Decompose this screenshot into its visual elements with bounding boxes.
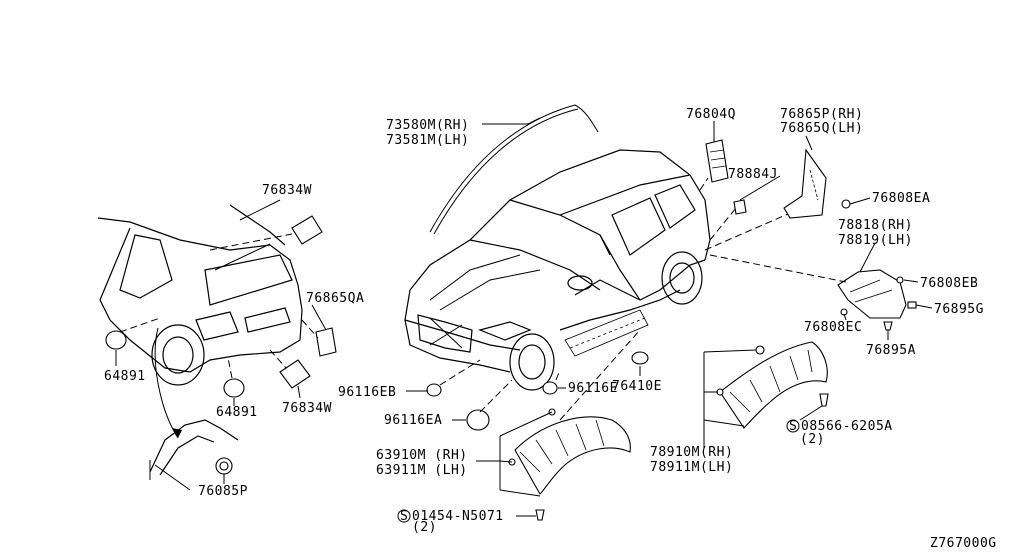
label-76808ea: 76808EA bbox=[872, 191, 930, 206]
clip-76808eb bbox=[896, 276, 904, 284]
roof-moulding-part bbox=[429, 104, 599, 235]
label-76895a: 76895A bbox=[866, 343, 916, 358]
garnish-76804q bbox=[705, 139, 729, 183]
emblem-76834w-bottom bbox=[279, 359, 311, 389]
cap-64891-b bbox=[223, 378, 245, 398]
label-08566: 08566-6205A bbox=[801, 419, 893, 434]
grommet-96116ea bbox=[466, 409, 490, 431]
label-76804q: 76804Q bbox=[686, 107, 736, 122]
label-96116e: 96116E bbox=[568, 381, 618, 396]
label-96116ea: 96116EA bbox=[384, 413, 442, 428]
label-76865q: 76865Q(LH) bbox=[780, 121, 863, 136]
label-76865qa: 76865QA bbox=[306, 291, 364, 306]
label-76410e: 76410E bbox=[612, 379, 662, 394]
clip-76085p bbox=[215, 457, 233, 475]
label-01454-qty: (2) bbox=[412, 520, 437, 535]
label-76895g: 76895G bbox=[934, 302, 984, 317]
wheelhouse-78910m bbox=[719, 341, 828, 429]
clip-78910m-a bbox=[755, 345, 765, 355]
diagram-code: Z767000G bbox=[930, 536, 997, 551]
clip-76895g bbox=[907, 301, 917, 309]
mudguard-76865p bbox=[783, 148, 827, 219]
label-78819: 78819(LH) bbox=[838, 233, 913, 248]
clip-76808ea bbox=[841, 199, 851, 209]
screw-symbol-b: S bbox=[789, 419, 797, 434]
screw-symbol-a: S bbox=[400, 509, 408, 524]
rear-arch-detail bbox=[149, 419, 239, 473]
mudguard-76865qa bbox=[315, 327, 337, 357]
wheelhouse-63910m bbox=[514, 416, 631, 495]
liner-78818 bbox=[837, 269, 907, 319]
rear-vehicle-drawing bbox=[97, 204, 303, 386]
emblem-76834w-top bbox=[291, 215, 323, 245]
label-76085p: 76085P bbox=[198, 484, 248, 499]
screw-symbols bbox=[397, 419, 800, 523]
screw-01454 bbox=[535, 509, 545, 521]
label-96116eb: 96116EB bbox=[338, 385, 396, 400]
grommet-96116eb bbox=[426, 383, 442, 397]
label-01454: 01454-N5071 bbox=[412, 509, 504, 524]
label-78884j: 78884J bbox=[728, 167, 778, 182]
label-73580m: 73580M(RH) bbox=[386, 118, 469, 133]
label-76808eb: 76808EB bbox=[920, 276, 978, 291]
main-vehicle-drawing bbox=[404, 149, 711, 391]
label-76808ec: 76808EC bbox=[804, 320, 862, 335]
cap-64891-a bbox=[105, 330, 127, 350]
label-78910m: 78910M(RH) bbox=[650, 445, 733, 460]
screw-08566 bbox=[819, 393, 829, 407]
label-64891-b: 64891 bbox=[216, 405, 258, 420]
grommet-76410e bbox=[631, 351, 649, 365]
solid-leaders bbox=[115, 117, 933, 517]
label-76865p: 76865P(RH) bbox=[780, 107, 863, 122]
grommet-96116e bbox=[542, 381, 558, 395]
dashed-leaders bbox=[119, 177, 847, 421]
screw-76895a bbox=[883, 321, 893, 331]
label-64891-a: 64891 bbox=[104, 369, 146, 384]
label-78818: 78818(RH) bbox=[838, 218, 913, 233]
label-63910m: 63910M (RH) bbox=[376, 448, 468, 463]
label-08566-qty: (2) bbox=[800, 432, 825, 447]
clip-78884j bbox=[733, 199, 747, 215]
label-73581m: 73581M(LH) bbox=[386, 133, 469, 148]
label-76834w-top: 76834W bbox=[262, 183, 312, 198]
label-63911m: 63911M (LH) bbox=[376, 463, 468, 478]
label-76834w-bottom: 76834W bbox=[282, 401, 332, 416]
label-78911m: 78911M(LH) bbox=[650, 460, 733, 475]
